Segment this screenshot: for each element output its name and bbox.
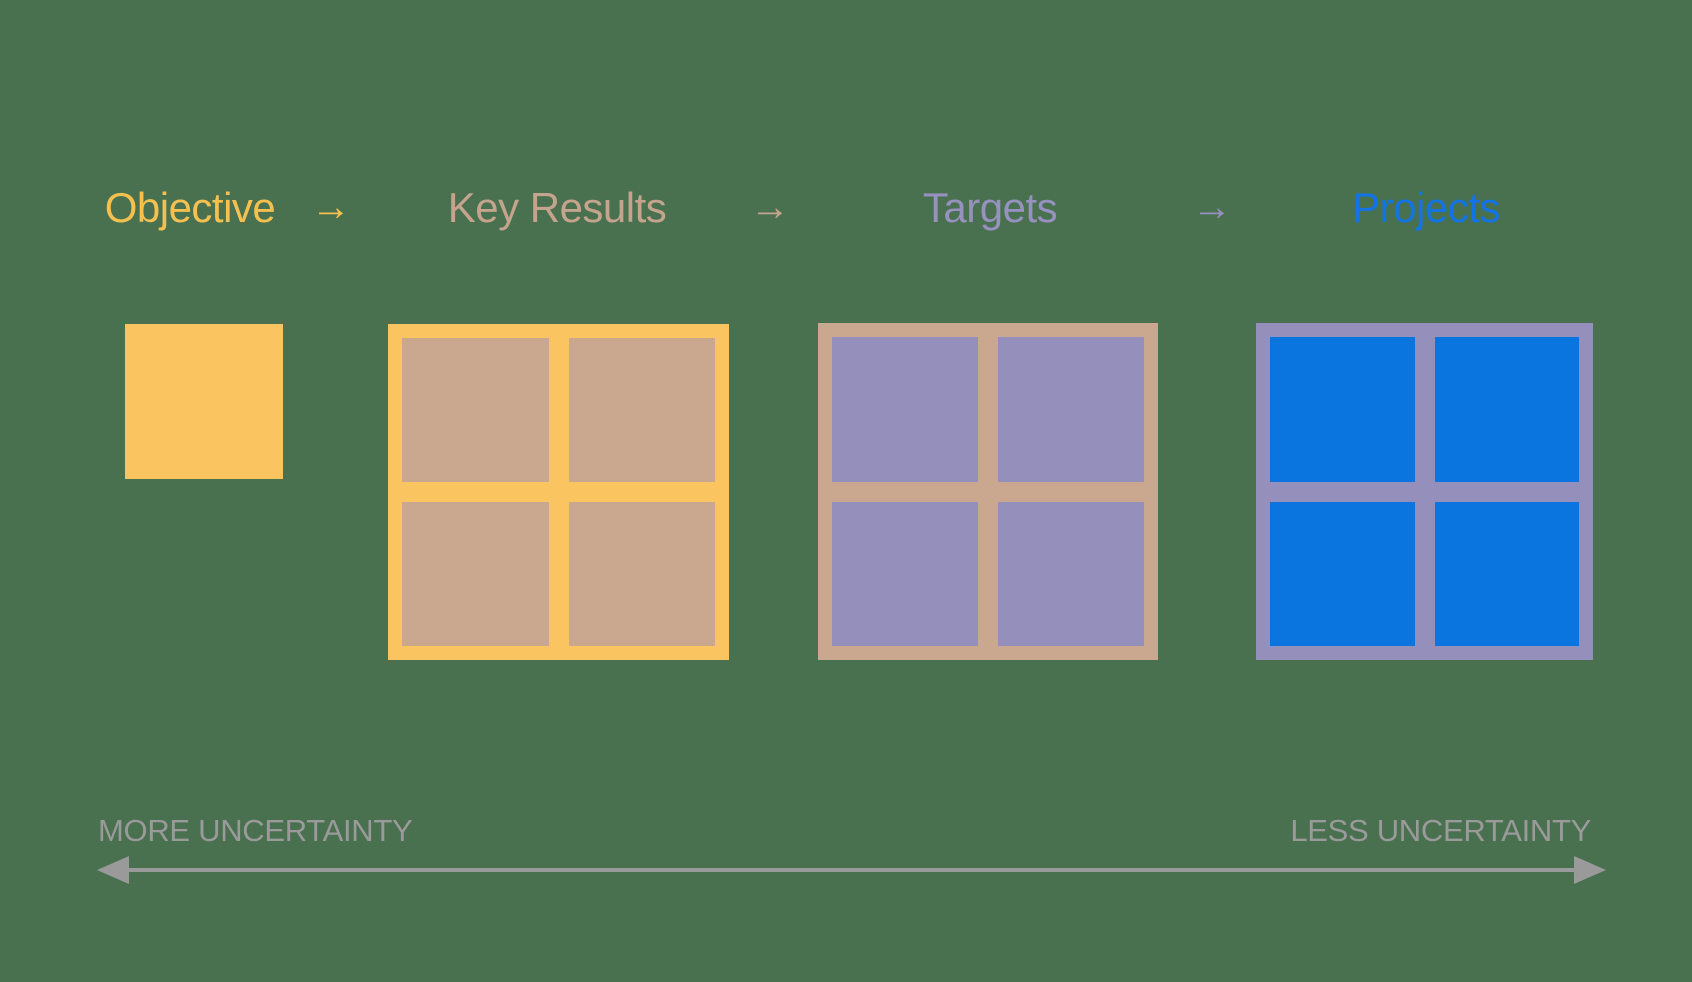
step-label-projects: Projects (1352, 184, 1500, 231)
key-results-cell (568, 502, 715, 646)
targets-cell (832, 501, 978, 646)
targets-grid (818, 323, 1158, 660)
projects-cell (1270, 501, 1415, 646)
step-label-targets: Targets (922, 184, 1058, 231)
key-results-cell (402, 338, 549, 482)
projects-grid (1256, 323, 1593, 660)
objective-square (125, 324, 283, 479)
right-arrowhead-icon (1574, 856, 1606, 884)
step-label-key-results: Key Results (447, 184, 667, 231)
targets-cell (832, 337, 978, 482)
key-results-cell (402, 502, 549, 646)
key-results-cell (568, 338, 715, 482)
projects-cell (1434, 501, 1579, 646)
projects-cell (1270, 337, 1415, 482)
right-arrow-icon: → (311, 185, 351, 229)
targets-cell (998, 337, 1144, 482)
left-arrowhead-icon (97, 856, 129, 884)
right-arrow-icon: → (750, 185, 790, 229)
less-uncertainty-label: LESS UNCERTAINTY (1290, 813, 1591, 848)
uncertainty-axis-line (114, 868, 1578, 872)
more-uncertainty-label: MORE UNCERTAINTY (98, 813, 413, 848)
key-results-grid (388, 324, 729, 660)
right-arrow-icon: → (1192, 185, 1232, 229)
projects-cell (1434, 337, 1579, 482)
targets-cell (998, 501, 1144, 646)
step-label-objective: Objective (104, 184, 276, 231)
